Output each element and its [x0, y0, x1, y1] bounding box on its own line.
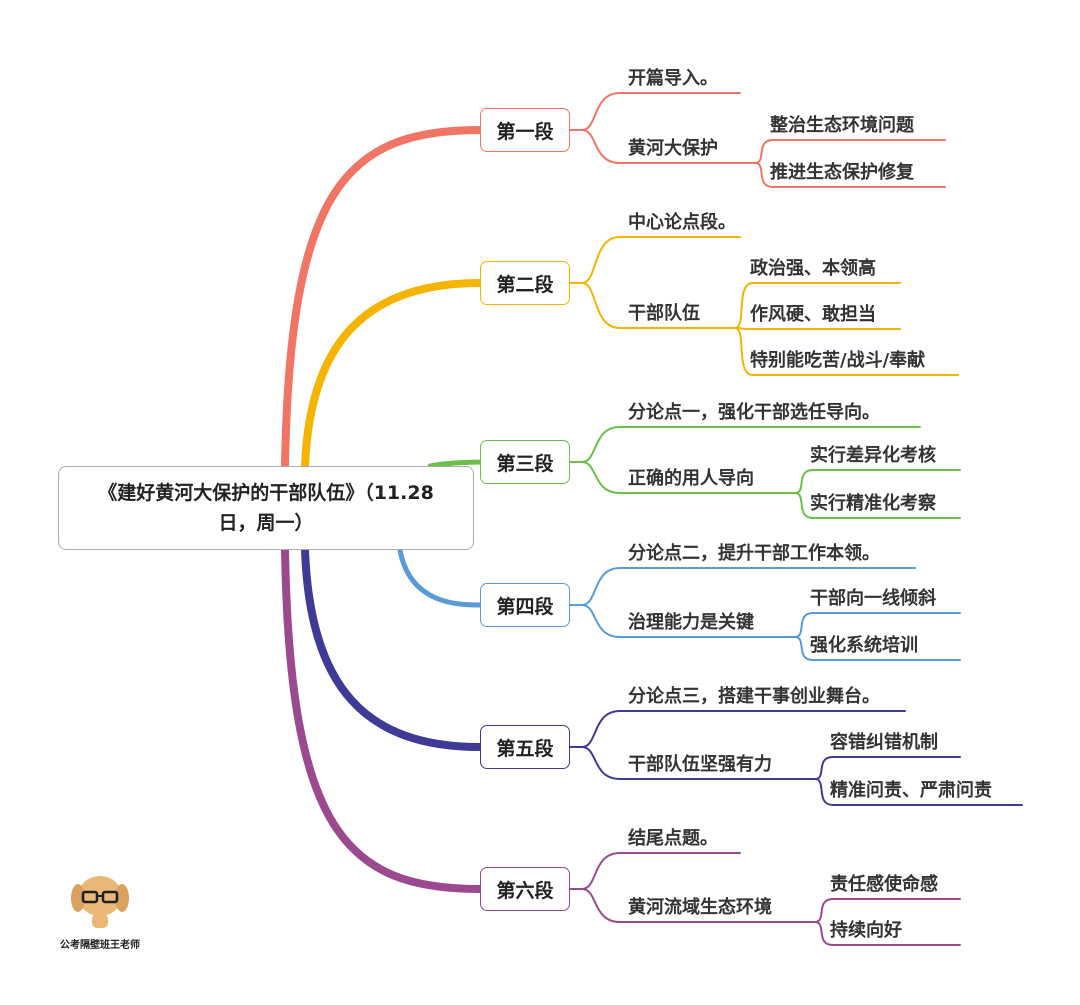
child-branch-line: [569, 282, 736, 329]
main-branch-line: [301, 546, 484, 751]
section-label: 第四段: [496, 595, 554, 618]
subtopic-branch-line: [814, 898, 961, 923]
watermark-text: 公考隔壁班王老师: [60, 940, 140, 951]
subtopic-branch-line: [734, 327, 959, 376]
subtopic-branch-line: [734, 327, 901, 330]
topic-label[interactable]: 黄河流域生态环境: [628, 897, 772, 918]
main-branch-line: [281, 126, 484, 470]
child-branch-line: [569, 604, 796, 638]
child-branch-line: [569, 852, 741, 890]
main-branch-line: [301, 279, 484, 470]
section-node-4[interactable]: 第四段: [480, 583, 570, 627]
section-label: 第一段: [496, 120, 554, 143]
subtopic-branch-line: [734, 282, 901, 329]
topic-label[interactable]: 中心论点段。: [628, 212, 736, 233]
root-node[interactable]: 《建好黄河大保护的干部队伍》（11.28日，周一）: [58, 466, 474, 550]
section-node-1[interactable]: 第一段: [480, 108, 570, 152]
subtopic-label[interactable]: 作风硬、敢担当: [750, 304, 876, 325]
child-branch-line: [569, 92, 741, 131]
section-node-5[interactable]: 第五段: [480, 725, 570, 769]
subtopic-label[interactable]: 干部向一线倾斜: [810, 588, 936, 609]
subtopic-label[interactable]: 责任感使命感: [830, 874, 938, 895]
subtopic-label[interactable]: 强化系统培训: [810, 635, 918, 656]
topic-label[interactable]: 分论点二，提升干部工作本领。: [628, 543, 880, 564]
section-node-3[interactable]: 第三段: [480, 440, 570, 484]
subtopic-label[interactable]: 推进生态保护修复: [770, 162, 914, 183]
subtopic-label[interactable]: 整治生态环境问题: [770, 115, 914, 136]
main-branch-line: [281, 546, 484, 893]
topic-label[interactable]: 结尾点题。: [628, 828, 718, 849]
topic-label[interactable]: 黄河大保护: [628, 138, 718, 159]
topic-label[interactable]: 干部队伍坚强有力: [628, 754, 772, 775]
subtopic-label[interactable]: 持续向好: [830, 920, 902, 941]
child-branch-line: [569, 888, 816, 923]
subtopic-branch-line: [794, 469, 961, 494]
subtopic-branch-line: [814, 921, 961, 946]
subtopic-branch-line: [794, 492, 961, 519]
section-label: 第六段: [496, 879, 554, 902]
main-branch-line: [397, 547, 483, 608]
root-title: 《建好黄河大保护的干部队伍》（11.28日，周一）: [98, 482, 434, 534]
section-label: 第二段: [496, 273, 554, 296]
subtopic-label[interactable]: 政治强、本领高: [750, 258, 876, 279]
topic-label[interactable]: 分论点三，搭建干事创业舞台。: [628, 686, 880, 707]
topic-label[interactable]: 干部队伍: [628, 303, 700, 324]
subtopic-branch-line: [814, 778, 1023, 806]
child-branch-line: [569, 746, 816, 780]
child-branch-line: [569, 461, 796, 494]
subtopic-label[interactable]: 实行差异化考核: [810, 445, 936, 466]
section-node-2[interactable]: 第二段: [480, 261, 570, 305]
child-branch-line: [569, 129, 756, 164]
topic-label[interactable]: 正确的用人导向: [628, 468, 754, 489]
subtopic-branch-line: [794, 636, 961, 661]
topic-label[interactable]: 分论点一，强化干部选任导向。: [628, 402, 880, 423]
section-label: 第五段: [496, 737, 554, 760]
subtopic-branch-line: [754, 162, 946, 188]
subtopic-label[interactable]: 特别能吃苦/战斗/奉献: [750, 350, 926, 371]
watermark: 公考隔壁班王老师: [50, 868, 150, 951]
subtopic-branch-line: [754, 139, 946, 164]
topic-label[interactable]: 开篇导入。: [628, 68, 718, 89]
subtopic-label[interactable]: 容错纠错机制: [830, 732, 938, 753]
subtopic-label[interactable]: 实行精准化考察: [810, 493, 936, 514]
subtopic-branch-line: [794, 612, 961, 638]
child-branch-line: [569, 236, 741, 284]
subtopic-label[interactable]: 精准问责、严肃问责: [830, 780, 992, 801]
subtopic-branch-line: [814, 756, 961, 780]
section-label: 第三段: [496, 452, 554, 475]
section-node-6[interactable]: 第六段: [480, 867, 570, 911]
topic-label[interactable]: 治理能力是关键: [628, 612, 754, 633]
puppy-mascot-icon: [71, 876, 129, 928]
